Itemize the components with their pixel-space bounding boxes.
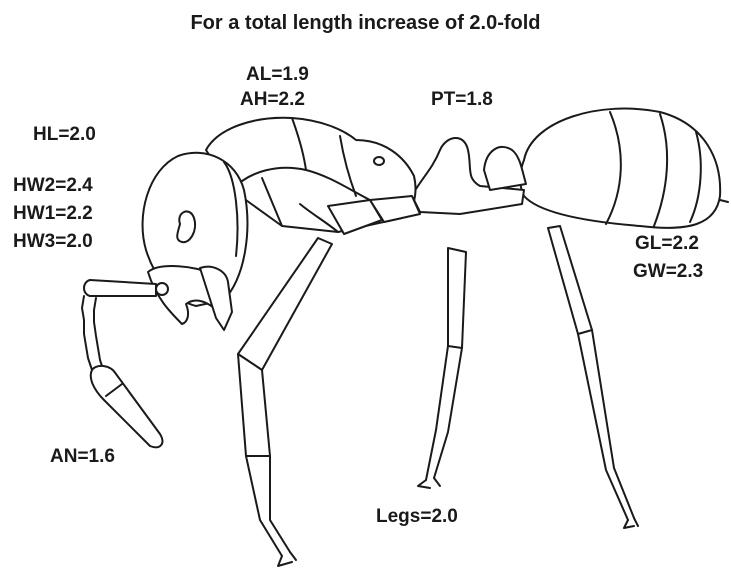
label-al: AL=1.9	[246, 65, 309, 84]
middle-leg	[418, 248, 466, 488]
label-gw: GW=2.3	[633, 262, 703, 281]
petiole	[412, 138, 526, 214]
label-pt: PT=1.8	[431, 90, 493, 109]
label-hw1: HW1=2.2	[13, 204, 93, 223]
antenna	[82, 280, 162, 447]
label-gl: GL=2.2	[635, 234, 699, 253]
front-leg	[238, 238, 332, 566]
label-legs: Legs=2.0	[376, 507, 458, 526]
label-ah: AH=2.2	[240, 90, 305, 109]
figure-title: For a total length increase of 2.0-fold	[0, 12, 731, 35]
label-hw2: HW2=2.4	[13, 176, 93, 195]
label-hw3: HW3=2.0	[13, 232, 93, 251]
gaster	[520, 109, 728, 228]
head	[143, 153, 248, 330]
label-hl: HL=2.0	[33, 125, 96, 144]
label-an: AN=1.6	[50, 447, 115, 466]
hind-leg	[548, 226, 638, 528]
